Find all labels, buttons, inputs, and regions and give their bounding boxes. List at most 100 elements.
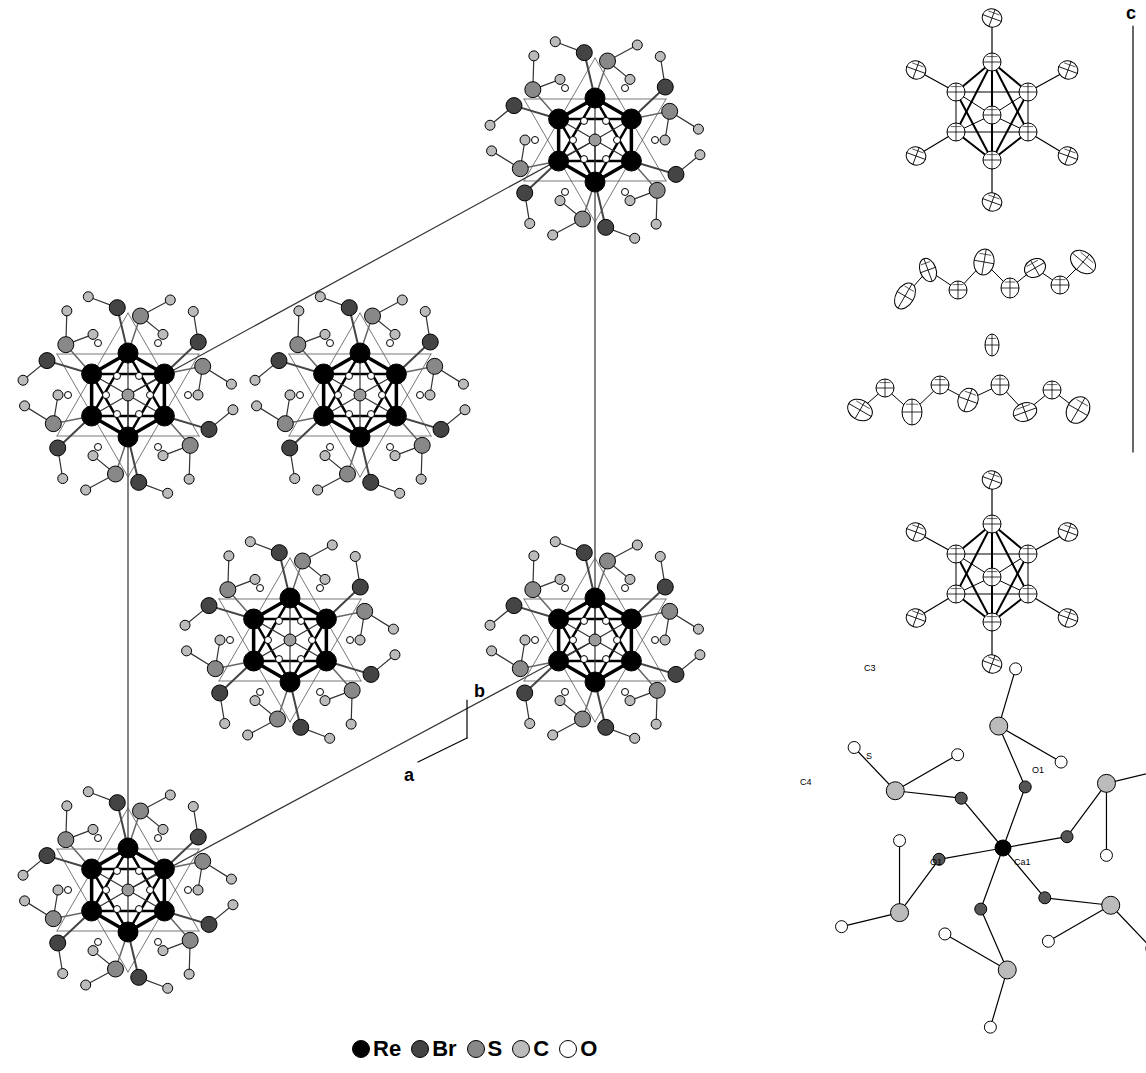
drawing-part bbox=[118, 343, 138, 363]
drawing-part bbox=[114, 372, 121, 379]
drawing-part bbox=[1000, 375, 1001, 395]
drawing-part bbox=[549, 651, 569, 671]
drawing-part bbox=[118, 427, 138, 447]
drawing-part bbox=[57, 808, 128, 931]
drawing-part bbox=[630, 733, 640, 743]
drawing-part bbox=[277, 416, 293, 432]
drawing-part bbox=[416, 474, 426, 484]
drawing-part bbox=[128, 640, 595, 890]
drawing-part bbox=[185, 392, 192, 399]
drawing-part bbox=[1028, 545, 1029, 563]
drawing-part bbox=[947, 585, 965, 603]
drawing-part bbox=[991, 375, 1009, 395]
drawing-part bbox=[95, 443, 102, 450]
legend-text: C bbox=[533, 1036, 549, 1062]
drawing-part bbox=[53, 885, 63, 895]
drawing-part bbox=[987, 109, 998, 110]
drawing-part bbox=[904, 520, 929, 544]
drawing-part bbox=[525, 582, 541, 598]
drawing-part bbox=[147, 392, 154, 399]
drawing-part bbox=[18, 375, 28, 385]
drawing-part bbox=[594, 140, 595, 640]
drawing-part bbox=[512, 161, 528, 177]
drawing-part bbox=[128, 354, 199, 477]
drawing-part bbox=[1028, 123, 1029, 141]
drawing-part bbox=[220, 582, 236, 598]
drawing-part bbox=[201, 598, 217, 614]
drawing-part bbox=[220, 719, 230, 729]
drawing-part bbox=[991, 375, 1009, 395]
drawing-part bbox=[136, 906, 143, 913]
c-axis-line bbox=[1133, 26, 1134, 452]
drawing-part bbox=[158, 824, 168, 834]
drawing-part bbox=[980, 190, 1005, 214]
drawing-part bbox=[244, 651, 264, 671]
drawing-part bbox=[581, 656, 588, 663]
drawing-part bbox=[88, 946, 98, 956]
atom-label: C4 bbox=[800, 778, 812, 787]
drawing-part bbox=[947, 545, 965, 563]
drawing-part bbox=[980, 190, 1005, 214]
drawing-part bbox=[904, 58, 929, 82]
drawing-part bbox=[992, 106, 993, 124]
drawing-part bbox=[912, 399, 913, 425]
drawing-part bbox=[344, 682, 360, 698]
drawing-part bbox=[212, 685, 228, 701]
drawing-part bbox=[317, 688, 324, 695]
drawing-part bbox=[92, 869, 128, 932]
drawing-part bbox=[520, 635, 530, 645]
drawing-part bbox=[92, 374, 128, 437]
drawing-part bbox=[951, 548, 962, 549]
drawing-part bbox=[1011, 399, 1040, 424]
drawing-part bbox=[363, 474, 379, 490]
drawing-part bbox=[1056, 58, 1081, 82]
drawing-part bbox=[1001, 278, 1019, 298]
drawing-part bbox=[876, 379, 894, 397]
drawing-part bbox=[589, 134, 601, 146]
drawing-part bbox=[532, 637, 539, 644]
drawing-part bbox=[127, 395, 128, 890]
drawing-part bbox=[980, 652, 1005, 676]
drawing-part bbox=[324, 374, 360, 437]
drawing-part bbox=[227, 637, 234, 644]
drawing-part bbox=[550, 37, 560, 47]
drawing-part bbox=[1011, 399, 1040, 424]
drawing-part bbox=[912, 63, 923, 67]
drawing-part bbox=[20, 401, 30, 411]
drawing-part bbox=[947, 83, 965, 101]
drawing-part bbox=[269, 711, 285, 727]
drawing-part bbox=[625, 196, 635, 206]
drawing-part bbox=[988, 11, 999, 15]
drawing-part bbox=[657, 79, 673, 95]
drawing-part bbox=[82, 859, 102, 879]
re6-cluster bbox=[180, 537, 400, 744]
axis-label: b bbox=[474, 682, 485, 700]
drawing-part bbox=[525, 82, 541, 98]
drawing-part bbox=[243, 730, 253, 740]
drawing-part bbox=[895, 791, 961, 798]
drawing-part bbox=[988, 338, 996, 339]
re6-cluster bbox=[250, 292, 470, 499]
drawing-part bbox=[999, 726, 1025, 787]
drawing-part bbox=[354, 389, 366, 401]
drawing-part bbox=[95, 340, 102, 347]
drawing-part bbox=[136, 867, 143, 874]
ca-coordination bbox=[836, 663, 1146, 1033]
drawing-part bbox=[294, 306, 304, 316]
drawing-part bbox=[1045, 898, 1111, 905]
drawing-part bbox=[939, 848, 1003, 859]
drawing-part bbox=[1064, 63, 1075, 67]
drawing-part bbox=[350, 427, 370, 447]
drawing-part bbox=[82, 364, 102, 384]
drawing-part bbox=[902, 399, 922, 425]
drawing-part bbox=[916, 256, 939, 284]
drawing-part bbox=[276, 656, 283, 663]
drawing-part bbox=[154, 901, 174, 921]
legend-swatch bbox=[559, 1040, 577, 1058]
drawing-part bbox=[1010, 663, 1022, 675]
drawing-part bbox=[1019, 781, 1031, 793]
drawing-part bbox=[360, 374, 396, 437]
drawing-part bbox=[352, 579, 368, 595]
drawing-part bbox=[1019, 585, 1037, 603]
drawing-part bbox=[155, 340, 162, 347]
